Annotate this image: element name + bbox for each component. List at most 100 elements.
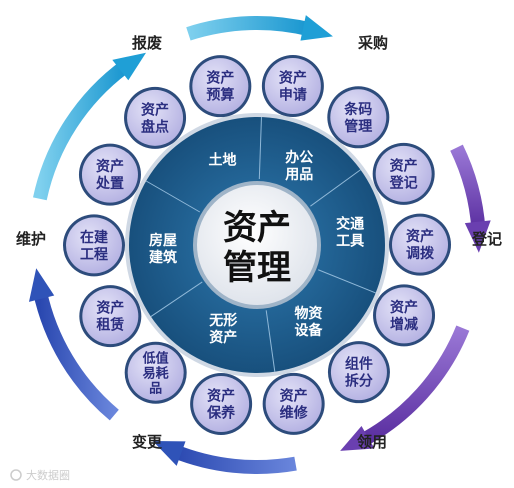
stage-label: 采购 [357, 34, 388, 52]
cycle-arrow-4 [171, 444, 297, 474]
arrow-cycle-icon [112, 52, 146, 81]
category-label: 设备 [294, 322, 323, 339]
process-label: 低值 [142, 351, 169, 367]
process-circle-fill [265, 375, 322, 432]
process-label: 登记 [389, 174, 418, 191]
process-label: 资产 [96, 158, 124, 175]
watermark-text: 大数据圈 [26, 468, 70, 482]
cycle-arrows [28, 15, 491, 474]
ring-divider [145, 180, 201, 213]
watermark: 大数据圈 [10, 468, 70, 482]
process-label: 品 [149, 382, 162, 397]
process-circle-fill [375, 145, 432, 202]
process-label: 盘点 [141, 118, 169, 135]
process-label: 租赁 [96, 317, 124, 334]
process-label: 资产 [96, 300, 124, 317]
process-label: 易耗 [143, 366, 169, 382]
process-label: 资产 [141, 101, 169, 118]
process-label: 资产 [207, 388, 235, 405]
process-label: 资产 [206, 70, 234, 87]
process-label: 工程 [80, 247, 108, 263]
category-label: 资产 [209, 329, 237, 346]
category-label: 工具 [336, 233, 364, 249]
process-circle-fill [330, 89, 387, 146]
process-label: 在建 [80, 229, 108, 246]
cycle-arrow-1 [186, 16, 313, 41]
cycle-arrow-3 [357, 325, 470, 448]
stage-label: 维护 [16, 230, 46, 248]
process-label: 维修 [280, 404, 309, 421]
category-label: 办公 [285, 149, 313, 166]
process-label: 条码 [343, 101, 372, 118]
process-circles: 资产预算资产申请条码管理资产登记资产调拨资产增减组件拆分资产维修资产保养低值易耗… [63, 54, 451, 436]
category-label: 用品 [285, 167, 313, 183]
process-label: 调拨 [406, 245, 435, 262]
stage-label: 登记 [471, 230, 502, 248]
process-circle-fill [192, 58, 249, 115]
category-label: 建筑 [149, 249, 177, 266]
category-label: 物资 [294, 305, 322, 322]
process-label: 申请 [279, 86, 307, 103]
center-title-line1: 资产 [223, 208, 291, 248]
process-label: 资产 [406, 228, 434, 245]
arrow-cycle-icon [464, 220, 491, 253]
process-circle-fill [127, 344, 184, 401]
stage-label: 报废 [132, 34, 162, 52]
ring-divider [265, 310, 276, 372]
process-label: 组件 [345, 356, 373, 373]
process-label: 资产 [390, 299, 418, 316]
process-label: 增减 [390, 316, 418, 333]
ring-divider [318, 269, 376, 294]
arrow-cycle-icon [300, 15, 333, 41]
process-circle-fill [82, 288, 139, 345]
cycle-arrow-2 [450, 144, 486, 231]
process-circle-fill [66, 217, 123, 274]
process-circle-fill [81, 146, 138, 203]
cycle-arrow-5 [33, 289, 119, 421]
center-circle [197, 185, 317, 305]
category-label: 无形 [208, 312, 237, 329]
process-label: 拆分 [345, 373, 373, 390]
process-label: 预算 [206, 87, 234, 104]
process-circle-fill [127, 89, 184, 146]
category-label: 交通 [336, 215, 364, 232]
process-label: 资产 [390, 157, 418, 174]
stage-label: 变更 [132, 433, 163, 451]
category-label: 土地 [209, 152, 237, 169]
watermark-logo-icon [10, 469, 22, 481]
process-label: 处置 [95, 175, 124, 192]
process-circle-fill [330, 344, 387, 401]
ring-divider [258, 117, 262, 180]
ring-divider [150, 281, 203, 317]
category-label: 房屋 [149, 232, 177, 249]
arrow-cycle-icon [152, 441, 186, 466]
center-title-line2: 管理 [223, 248, 291, 288]
ring-divider [310, 169, 361, 207]
arrow-cycle-icon [340, 425, 375, 451]
process-circle-fill [376, 287, 433, 344]
arrow-cycle-icon [28, 268, 55, 302]
process-circle-fill [193, 376, 250, 433]
cycle-arrow-6 [33, 59, 131, 201]
process-label: 保养 [206, 405, 236, 422]
process-label: 资产 [279, 69, 307, 86]
process-label: 管理 [344, 118, 372, 135]
process-circle-fill [264, 57, 321, 114]
process-circle-fill [391, 216, 448, 273]
